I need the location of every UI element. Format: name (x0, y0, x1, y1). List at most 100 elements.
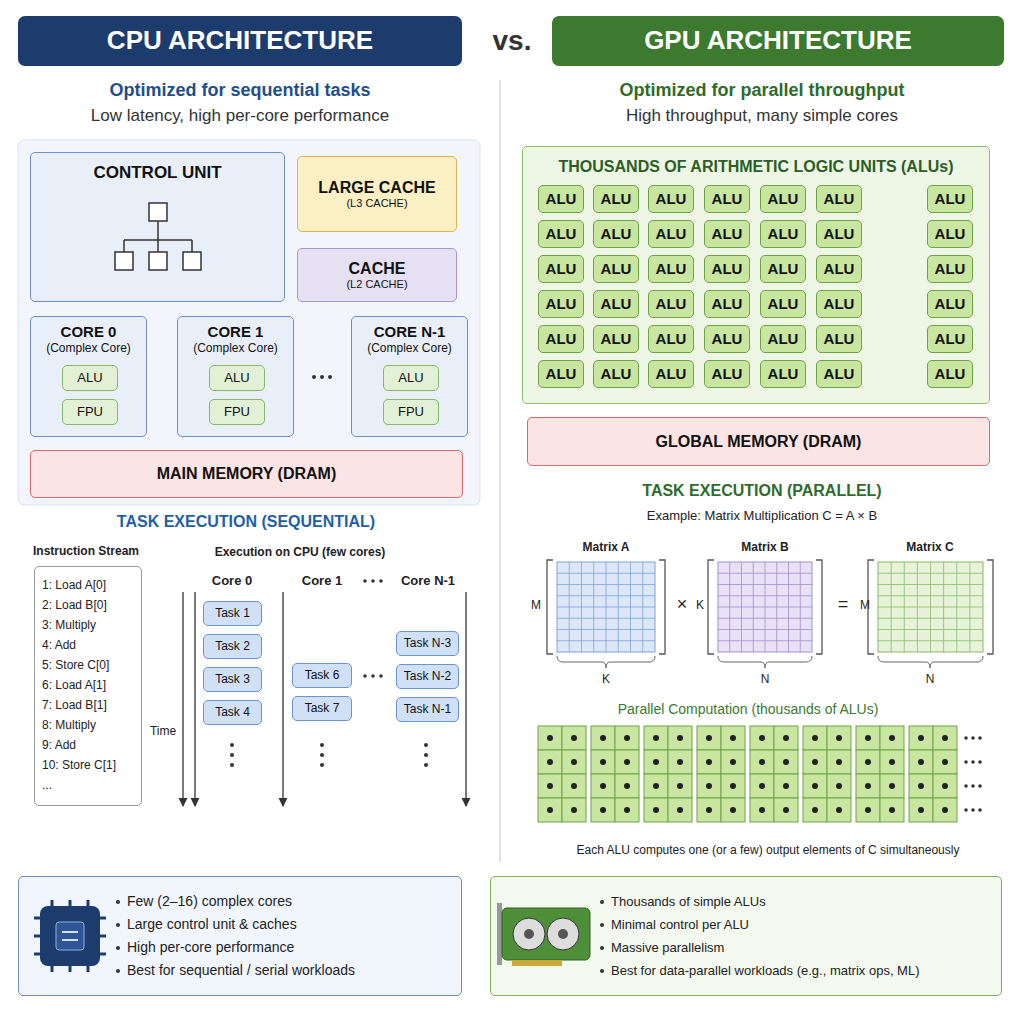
alu-box: ALU (760, 220, 806, 248)
gpu-card-icon (490, 876, 1002, 996)
ellipsis-dots (371, 674, 375, 678)
parallel-grid (812, 783, 818, 789)
alu-box: ALU (816, 220, 862, 248)
label-text: Time (150, 724, 176, 738)
parallel-grid (591, 750, 615, 774)
node-text: 8: Multiply (42, 715, 96, 735)
parallel-grid (697, 798, 721, 822)
alu-box: ALU (648, 290, 694, 318)
parallel-grid (827, 798, 851, 822)
gpu-card-icon (502, 908, 590, 960)
task-box: Task N-1 (396, 697, 459, 722)
gpu-card-icon (558, 929, 568, 939)
label-text: High throughput, many simple cores (626, 106, 898, 126)
ellipsis-dots (320, 375, 324, 379)
parallel-grid (971, 784, 975, 788)
node-text: FPU (224, 404, 250, 420)
parallel-grid (571, 807, 577, 813)
node-text: Instruction Stream (33, 543, 139, 559)
parallel-grid (600, 759, 606, 765)
alu-box: ALU (816, 360, 862, 388)
parallel-grid (827, 750, 851, 774)
node-text: ALU (601, 330, 632, 348)
parallel-grid (571, 783, 577, 789)
parallel-grid (889, 783, 895, 789)
node-text: ALU (768, 190, 799, 208)
parallel-grid (942, 735, 948, 741)
gpu-card-icon (513, 918, 545, 950)
matrix-c (878, 607, 983, 608)
parallel-grid (774, 798, 798, 822)
matrix-a (557, 629, 655, 630)
parallel-grid (644, 774, 668, 798)
task-box: Task 6 (292, 663, 352, 688)
node-text: ALU (768, 295, 799, 313)
node-text: LARGE CACHE (318, 178, 435, 197)
cache-box: CACHE(L2 CACHE) (297, 248, 457, 302)
alu-box: ALU (538, 255, 584, 283)
parallel-grid (836, 759, 842, 765)
alu-box: ALU (816, 325, 862, 353)
node-text: 1: Load A[0] (42, 575, 106, 595)
node-text: ALU (768, 330, 799, 348)
node-text: Minimal control per ALU (611, 913, 749, 936)
label-text: K (696, 598, 704, 612)
parallel-grid (697, 774, 721, 798)
node-text: Task N-1 (404, 702, 451, 716)
parallel-grid (644, 750, 668, 774)
parallel-grid (677, 759, 683, 765)
alu-box: ALU (593, 185, 639, 213)
parallel-grid (880, 750, 904, 774)
parallel-grid (880, 798, 904, 822)
node-text: ALU (712, 330, 743, 348)
parallel-grid (812, 759, 818, 765)
core-box: CORE 0(Complex Core)ALUFPU (30, 316, 147, 437)
ellipsis-dots (363, 579, 367, 583)
time-arrow (282, 592, 283, 806)
matrix-c (878, 640, 983, 641)
parallel-grid (856, 726, 880, 750)
parallel-grid (759, 807, 765, 813)
alu-box: ALU (760, 290, 806, 318)
cpu-chip-icon (34, 900, 106, 972)
memory-box: GLOBAL MEMORY (DRAM) (527, 417, 990, 466)
ellipsis-dots (320, 763, 324, 767)
node-text: ALU (935, 295, 966, 313)
alu-panel: THOUSANDS OF ARITHMETIC LOGIC UNITS (ALU… (522, 146, 990, 404)
ellipsis-dots (328, 375, 332, 379)
alu-box: ALU (927, 255, 973, 283)
parallel-grid (933, 726, 957, 750)
node-text: ALU (77, 370, 102, 386)
node-text: ALU (546, 260, 577, 278)
matrix-b (718, 656, 812, 668)
matrix-a (557, 562, 655, 652)
node-text: ALU (935, 225, 966, 243)
parallel-grid (677, 735, 683, 741)
cpu-chip-icon (62, 931, 78, 933)
node-text: ALU (546, 190, 577, 208)
label-text: K (602, 672, 610, 686)
fpu-box: FPU (209, 399, 265, 425)
parallel-grid (865, 735, 871, 741)
parallel-grid (624, 735, 630, 741)
parallel-grid (706, 735, 712, 741)
node-text: ALU (656, 330, 687, 348)
node-text: ALU (935, 190, 966, 208)
node-text: ALU (712, 295, 743, 313)
node-text: CONTROL UNIT (93, 163, 221, 183)
control-unit-icon (157, 221, 159, 240)
node-text: CORE 1 (208, 323, 264, 341)
parallel-grid (644, 726, 668, 750)
cpu-chip-icon (18, 876, 462, 996)
parallel-grid (730, 759, 736, 765)
node-text: (L3 CACHE) (346, 197, 407, 210)
node-text: 7: Load B[1] (42, 695, 107, 715)
node-text: (Complex Core) (46, 341, 131, 355)
header-bar: GPU ARCHITECTURE (552, 16, 1004, 66)
parallel-grid (812, 807, 818, 813)
core-box: CORE 1(Complex Core)ALUFPU (177, 316, 294, 437)
ellipsis-dots (320, 743, 324, 747)
matrix-b (776, 562, 777, 652)
node-text: Task 3 (215, 672, 250, 686)
parallel-grid (653, 807, 659, 813)
